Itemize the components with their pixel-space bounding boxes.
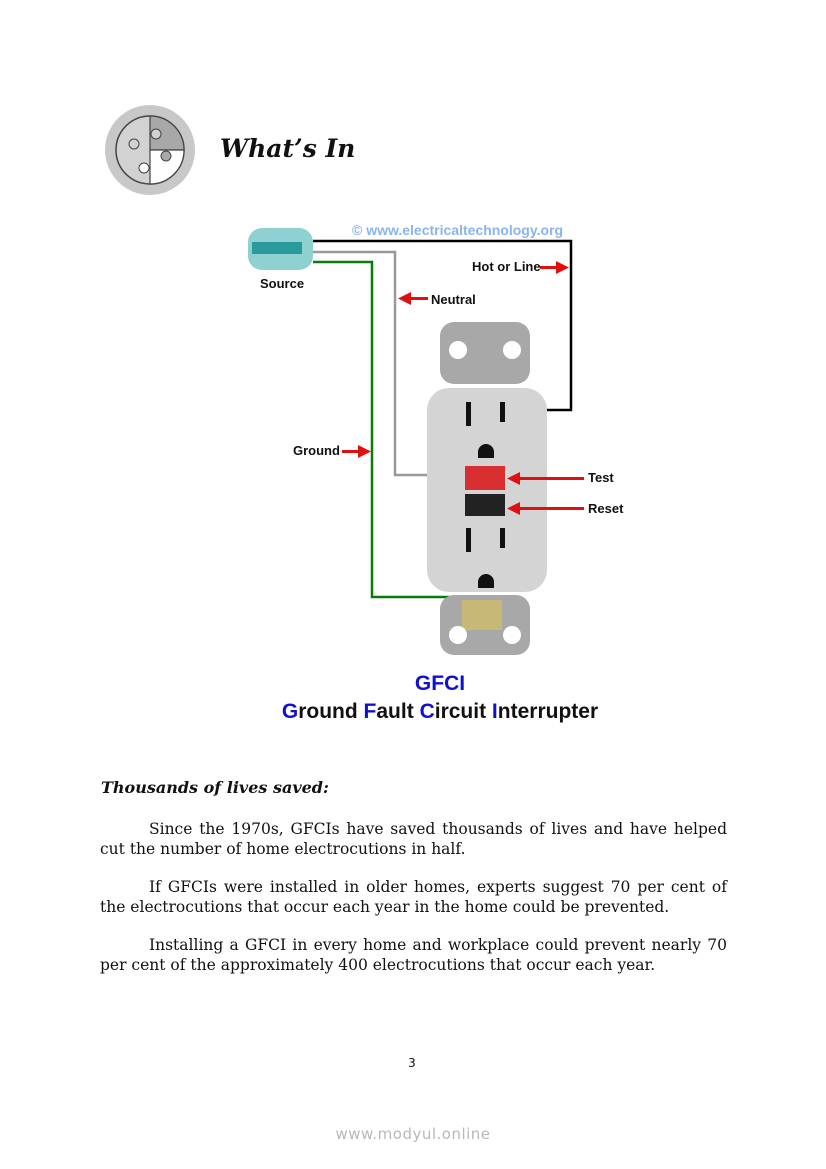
diagram-caption-acronym: GFCI [414, 672, 466, 695]
reset-arrow [507, 502, 584, 515]
paragraph: Since the 1970s, GFCIs have saved thousa… [100, 820, 727, 858]
reset-label: Reset [588, 501, 624, 516]
test-arrow [507, 472, 584, 485]
puzzle-icon [105, 105, 195, 195]
gfci-wiring-diagram: © www.electricaltechnology.org Source Ho… [248, 222, 624, 655]
hot-wire [313, 239, 573, 412]
ground-arrow [342, 445, 371, 458]
source-cylinder [248, 228, 313, 270]
neutral-arrow [398, 292, 428, 305]
subsection-heading: Thousands of lives saved: [101, 778, 329, 797]
ground-wire [313, 260, 450, 599]
section-title: What’s In [220, 134, 356, 163]
footer-watermark: www.modyul.online [335, 1125, 491, 1143]
neutral-label: Neutral [431, 292, 476, 307]
paragraph: If GFCIs were installed in older homes, … [100, 878, 727, 916]
hot-arrow [540, 261, 569, 274]
ground-label: Ground [293, 443, 340, 458]
paragraph: Installing a GFCI in every home and work… [100, 936, 727, 974]
receptacle [427, 322, 547, 655]
diagram-watermark: © www.electricaltechnology.org [352, 222, 563, 238]
neutral-wire [313, 250, 432, 477]
source-label: Source [260, 276, 304, 291]
page-number: 3 [408, 1056, 416, 1070]
test-label: Test [588, 470, 614, 485]
hot-label: Hot or Line [472, 259, 541, 274]
diagram-caption-full: Ground Fault Circuit Interrupter [281, 700, 599, 723]
